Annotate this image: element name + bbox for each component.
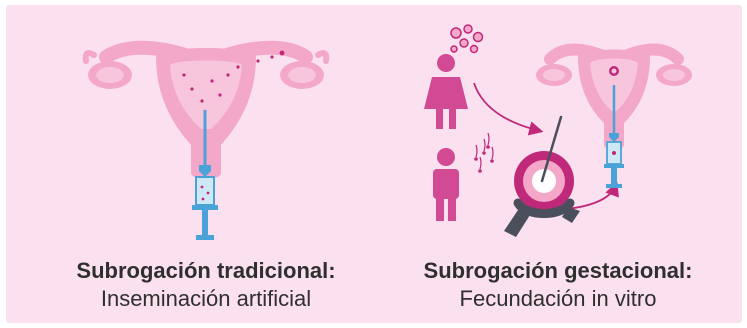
sperm-icon — [474, 132, 494, 173]
illustration-frame: Subrogación tradicional: Inseminación ar… — [6, 5, 742, 323]
caption-title: Subrogación tradicional: — [76, 258, 336, 283]
caption-subtitle: Fecundación in vitro — [459, 286, 657, 311]
caption-subtitle: Inseminación artificial — [100, 286, 312, 311]
caption-title: Subrogación gestacional: — [423, 258, 693, 283]
eggs-icon — [450, 24, 484, 54]
pipette-icon — [540, 115, 563, 183]
woman-icon — [424, 54, 468, 129]
man-icon — [433, 148, 459, 221]
caption-gestational: Subrogación gestacional: Fecundación in … — [388, 257, 728, 313]
illustration-art — [82, 24, 692, 240]
syringe-icon-right — [604, 85, 624, 188]
syringe-icon — [192, 110, 218, 240]
caption-traditional: Subrogación tradicional: Inseminación ar… — [36, 257, 376, 313]
petri-dish-icon — [504, 151, 580, 237]
